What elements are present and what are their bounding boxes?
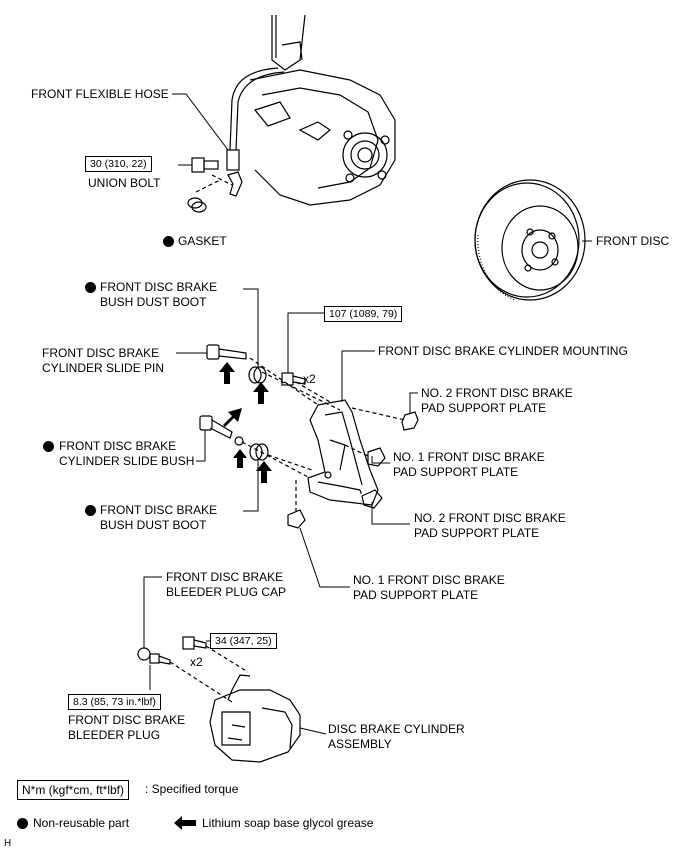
grease-arrow-diagonal xyxy=(223,408,242,427)
no1-support-plate-upper-illustration xyxy=(367,447,386,467)
grease-arrow-bush xyxy=(233,449,247,468)
legend-non-reusable: Non-reusable part xyxy=(33,816,130,830)
grease-arrow-boot-lower xyxy=(256,461,272,483)
legend-grease: Lithium soap base glycol grease xyxy=(202,816,374,830)
label-cylinder-assembly: DISC BRAKE CYLINDER ASSEMBLY xyxy=(328,722,465,751)
label-gasket: GASKET xyxy=(178,234,227,248)
slide-pin-lower-illustration xyxy=(199,415,244,446)
leader-no1-upper xyxy=(371,456,390,464)
label-x2-mount: x2 xyxy=(303,372,316,386)
flexible-hose-illustration xyxy=(226,67,285,197)
gasket-illustration xyxy=(187,197,207,213)
label-bush-dust-boot-lower: FRONT DISC BRAKE BUSH DUST BOOT xyxy=(100,503,218,532)
grease-arrow-pin-upper xyxy=(219,362,235,384)
non-reusable-dot-bush xyxy=(43,441,54,452)
label-no2-support-plate-upper: NO. 2 FRONT DISC BRAKE PAD SUPPORT PLATE xyxy=(421,386,573,415)
no1-support-plate-lower-illustration xyxy=(287,509,306,529)
torque-cylinder-bolt: 34 (347, 25) xyxy=(210,633,277,649)
leader-dust-boot-upper xyxy=(243,288,259,368)
steering-knuckle-illustration xyxy=(249,14,396,206)
legend-grease-arrow-icon xyxy=(174,816,196,830)
no2-support-plate-upper-illustration xyxy=(401,411,419,431)
dust-boot-lower-illustration xyxy=(249,443,269,461)
legend-torque-box: N*m (kgf*cm, ft*lbf) xyxy=(17,780,130,800)
leader-cylinder-assembly xyxy=(299,727,327,735)
front-disc-illustration xyxy=(474,179,586,301)
label-x2-cyl: x2 xyxy=(190,655,203,669)
cylinder-bolt-illustration xyxy=(182,636,207,650)
torque-mounting-bolt: 107 (1089, 79) xyxy=(324,306,403,322)
label-bleeder-plug: FRONT DISC BRAKE BLEEDER PLUG xyxy=(68,713,186,742)
label-slide-pin: FRONT DISC BRAKE CYLINDER SLIDE PIN xyxy=(42,346,165,375)
bleeder-cap-illustration xyxy=(137,647,151,661)
legend-non-reusable-dot xyxy=(17,818,28,829)
label-front-flexible-hose: FRONT FLEXIBLE HOSE xyxy=(31,87,169,101)
grease-arrow-boot-upper xyxy=(253,382,269,404)
no2-support-plate-lower-illustration xyxy=(361,489,383,509)
label-bleeder-plug-cap: FRONT DISC BRAKE BLEEDER PLUG CAP xyxy=(166,570,287,599)
non-reusable-dot-boot-lower xyxy=(85,505,96,516)
bleeder-plug-illustration xyxy=(149,653,171,665)
leader-mounting-bolt xyxy=(287,312,324,373)
label-no1-support-plate-upper: NO. 1 FRONT DISC BRAKE PAD SUPPORT PLATE xyxy=(393,450,545,479)
label-front-disc: FRONT DISC xyxy=(596,234,670,248)
leader-no2-lower xyxy=(371,502,410,525)
label-no1-support-plate-lower: NO. 1 FRONT DISC BRAKE PAD SUPPORT PLATE xyxy=(353,573,505,602)
leader-flexible-hose xyxy=(172,93,229,151)
torque-union-bolt: 30 (310, 22) xyxy=(85,156,152,172)
non-reusable-dot-boot-upper xyxy=(85,282,96,293)
label-slide-bush: FRONT DISC BRAKE CYLINDER SLIDE BUSH xyxy=(59,439,195,468)
slide-pin-upper-illustration xyxy=(206,344,247,360)
label-bush-dust-boot-upper: FRONT DISC BRAKE BUSH DUST BOOT xyxy=(100,280,218,309)
label-no2-support-plate-lower: NO. 2 FRONT DISC BRAKE PAD SUPPORT PLATE xyxy=(414,511,566,540)
leader-cylinder-mounting xyxy=(341,350,375,402)
leader-slide-bush xyxy=(196,430,206,462)
cylinder-assembly-illustration xyxy=(209,674,301,763)
leader-no2-upper xyxy=(409,392,418,414)
union-bolt-illustration xyxy=(191,157,219,173)
leader-no1-lower xyxy=(299,527,350,588)
leader-dust-boot-lower xyxy=(243,460,259,512)
label-union-bolt: UNION BOLT xyxy=(88,176,161,190)
torque-bleeder-plug: 8.3 (85, 73 in.*lbf) xyxy=(68,694,161,710)
label-cylinder-mounting: FRONT DISC BRAKE CYLINDER MOUNTING xyxy=(378,344,628,358)
corner-mark: H xyxy=(4,838,12,849)
non-reusable-dot-gasket xyxy=(163,236,174,247)
leader-bleeder-cap xyxy=(143,576,162,648)
legend-torque-desc: : Specified torque xyxy=(145,782,239,796)
dust-boot-upper-illustration xyxy=(248,366,267,384)
